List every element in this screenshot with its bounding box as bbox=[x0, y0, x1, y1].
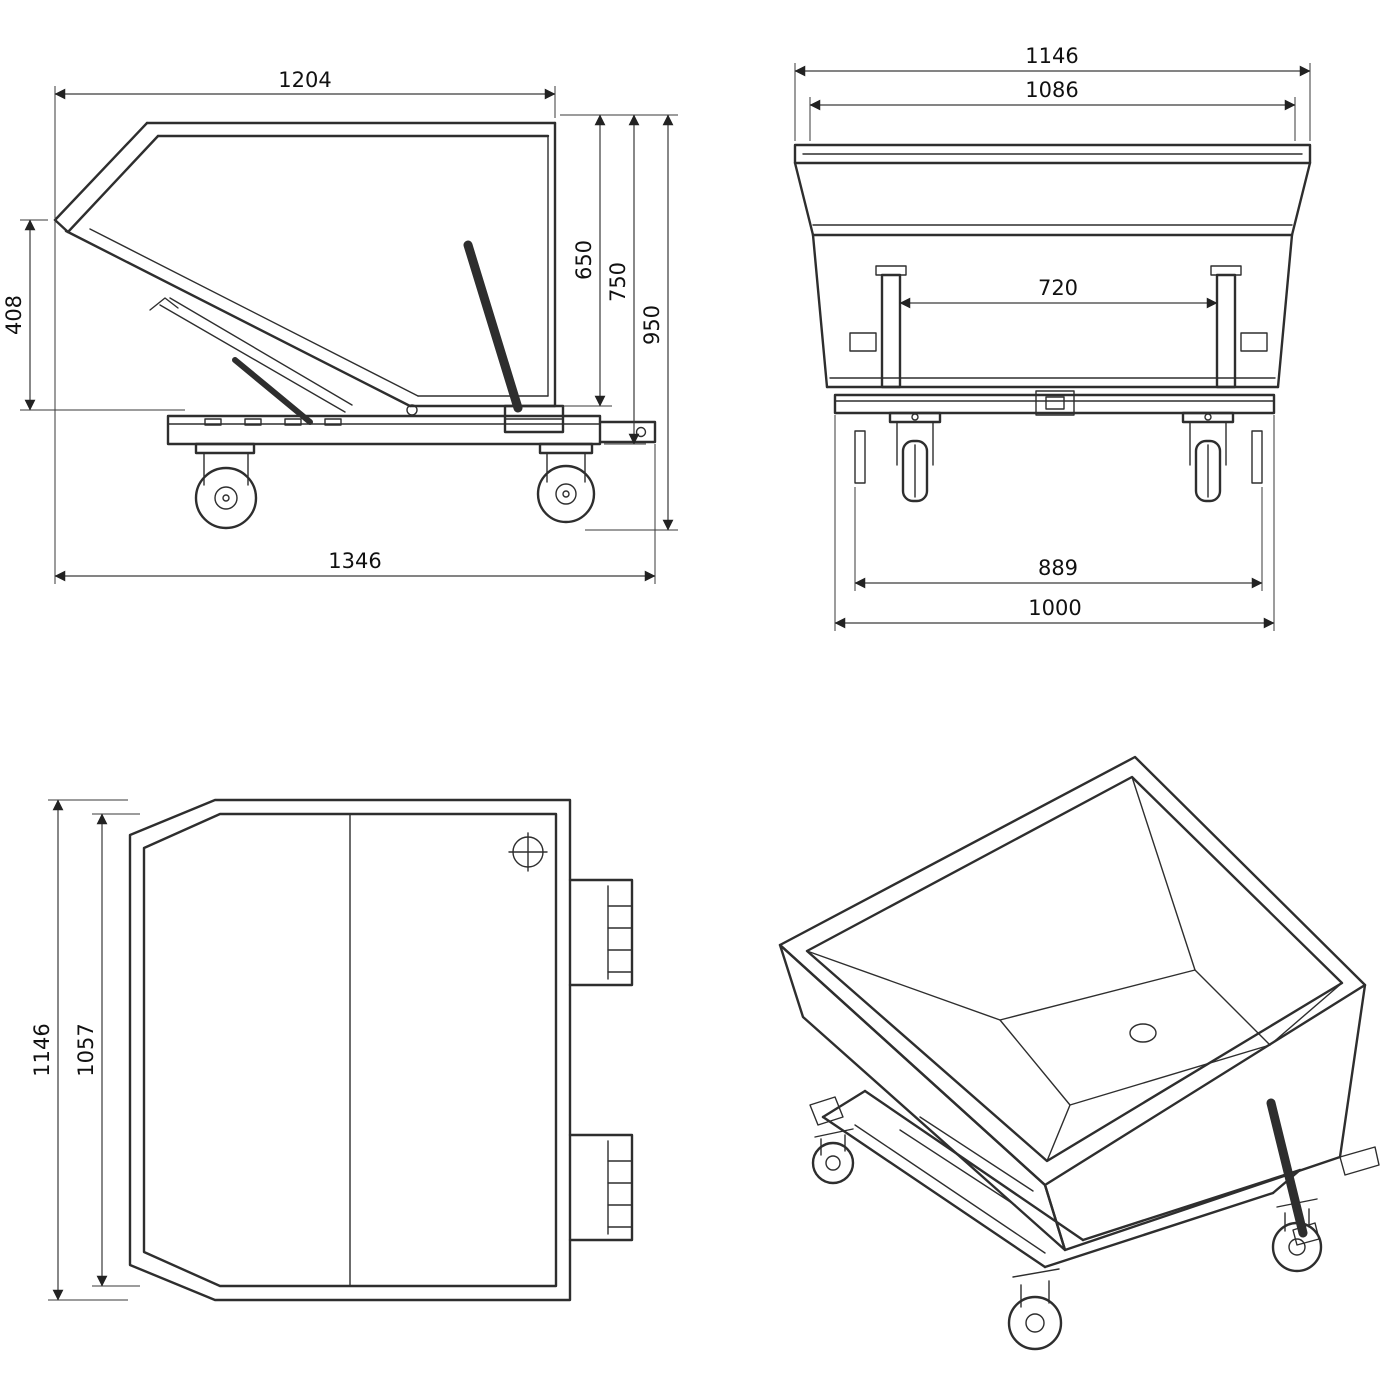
base-frame-side bbox=[166, 414, 657, 446]
dim-label: 750 bbox=[606, 262, 630, 302]
dim-label: 1146 bbox=[30, 1023, 54, 1076]
mount-posts bbox=[849, 265, 1268, 389]
bucket-side-outline bbox=[53, 121, 557, 408]
caster-wheel bbox=[901, 439, 929, 503]
bucket-interior bbox=[806, 776, 1343, 1162]
latch-bracket-left bbox=[849, 332, 877, 352]
dimension-overall-depth: 1146 bbox=[30, 799, 128, 1301]
tipping-handle bbox=[463, 240, 565, 434]
caster-left-front bbox=[888, 411, 942, 503]
dimension-body-height: 750 bbox=[604, 114, 646, 445]
top-view: 1146 1057 bbox=[30, 798, 634, 1302]
dimension-overall-width: 1146 bbox=[794, 44, 1311, 141]
base-frame-front bbox=[833, 390, 1276, 416]
dimension-overall-length: 1346 bbox=[54, 444, 656, 584]
dimension-inner-frame-width: 720 bbox=[899, 276, 1218, 309]
dim-label: 1086 bbox=[1025, 78, 1078, 102]
drain-screw bbox=[508, 832, 548, 872]
caster-plate bbox=[194, 442, 256, 455]
far-caster-right bbox=[1251, 430, 1263, 484]
tipping-handle-iso bbox=[1266, 1098, 1320, 1246]
dimension-wheel-track: 889 bbox=[854, 487, 1263, 591]
mount-post-right bbox=[1215, 273, 1237, 389]
base-frame-iso bbox=[809, 1089, 1380, 1269]
front-view: 1146 1086 bbox=[793, 44, 1312, 631]
dim-label: 889 bbox=[1038, 556, 1078, 580]
side-view-panel: 1204 408 650 750 bbox=[0, 0, 700, 700]
fork-pocket-bottom bbox=[568, 1133, 634, 1242]
bucket-front-outline bbox=[793, 143, 1312, 389]
dim-label: 1204 bbox=[278, 68, 331, 92]
caster-wheel bbox=[1271, 1221, 1323, 1273]
dimension-overall-height: 950 bbox=[585, 114, 678, 531]
dimension-base-width: 1000 bbox=[834, 415, 1275, 631]
bucket-outer-faces bbox=[778, 943, 1367, 1252]
dimension-inner-depth: 1057 bbox=[74, 813, 140, 1287]
bucket-plan-outline bbox=[128, 798, 572, 1302]
dimension-opening-width: 1086 bbox=[809, 78, 1296, 141]
fork-pocket-top bbox=[568, 878, 634, 987]
dimension-inner-height: 650 bbox=[560, 114, 678, 407]
caster-wheel bbox=[811, 1141, 855, 1185]
dimension-top-width: 1204 bbox=[54, 68, 556, 584]
latch-bracket-right bbox=[1240, 332, 1268, 352]
dim-label: 1000 bbox=[1028, 596, 1081, 620]
isometric-view-panel bbox=[700, 700, 1400, 1400]
dim-label: 408 bbox=[2, 295, 26, 335]
mount-post-left bbox=[880, 273, 902, 389]
dim-label: 1146 bbox=[1025, 44, 1078, 68]
caster-front-middle-iso bbox=[1007, 1268, 1063, 1351]
dimension-spout-height: 408 bbox=[2, 219, 185, 411]
dim-label: 950 bbox=[640, 305, 664, 345]
caster-wheel bbox=[1007, 1295, 1063, 1351]
top-view-panel: 1146 1057 bbox=[0, 700, 700, 1400]
side-view: 1204 408 650 750 bbox=[2, 68, 678, 584]
dim-label: 1057 bbox=[74, 1023, 98, 1076]
drain-hole bbox=[1129, 1023, 1157, 1043]
caster-right-front bbox=[1181, 411, 1235, 503]
dim-label: 720 bbox=[1038, 276, 1078, 300]
tow-bracket-iso bbox=[1339, 1146, 1380, 1176]
dim-label: 650 bbox=[572, 240, 596, 280]
tow-bracket bbox=[598, 420, 657, 444]
rear-caster bbox=[536, 442, 596, 524]
hydraulic-rod bbox=[232, 357, 313, 425]
front-caster bbox=[194, 442, 258, 530]
tipping-mechanism bbox=[149, 297, 418, 425]
dim-label: 1346 bbox=[328, 549, 381, 573]
caster-wheel bbox=[1194, 439, 1222, 503]
caster-front-left-iso bbox=[811, 1128, 855, 1185]
caster-wheel bbox=[536, 464, 596, 524]
latch-detail bbox=[1035, 390, 1075, 416]
isometric-view bbox=[778, 755, 1380, 1351]
far-caster-left bbox=[854, 430, 866, 484]
front-view-panel: 1146 1086 bbox=[700, 0, 1400, 700]
caster-wheel bbox=[194, 466, 258, 530]
tow-hole bbox=[635, 426, 647, 438]
caster-plate bbox=[538, 442, 594, 455]
